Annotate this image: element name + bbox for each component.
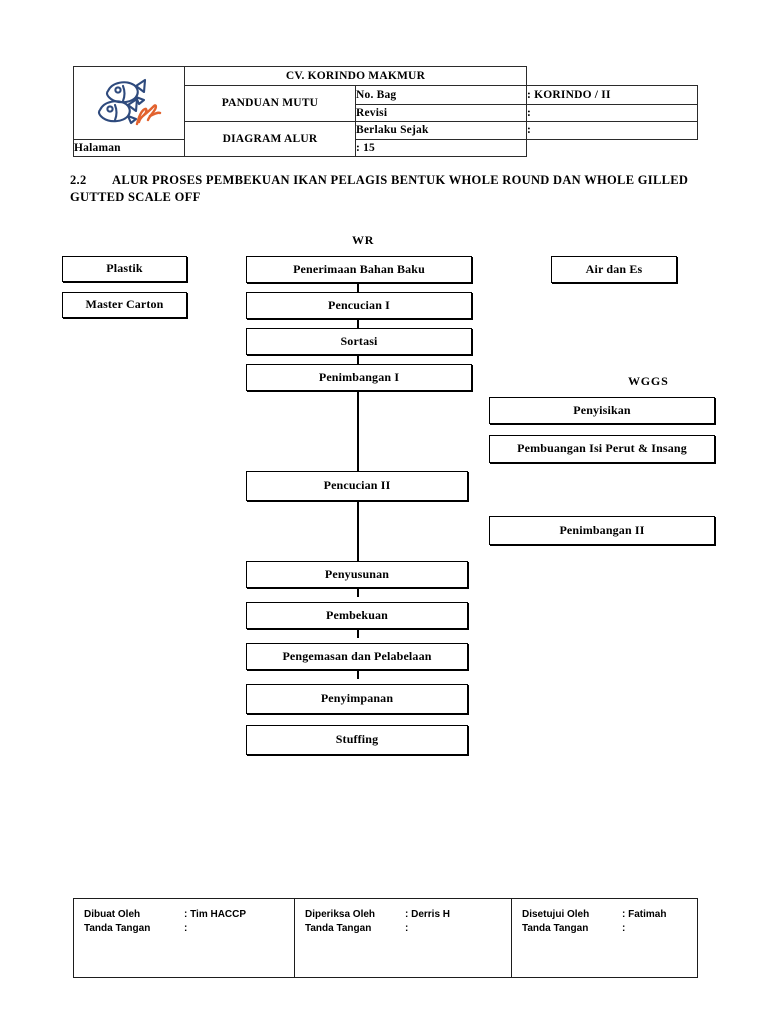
signature-role-value: : Derris H <box>405 909 451 920</box>
signature-sign-row: Tanda Tangan : <box>84 922 294 936</box>
signature-sign-row: Tanda Tangan : <box>522 922 697 936</box>
section-title: ALUR PROSES PEMBEKUAN IKAN PELAGIS BENTU… <box>70 173 689 204</box>
box-penyusunan: Penyusunan <box>246 561 468 588</box>
field-value-halaman: : 15 <box>355 139 527 157</box>
signature-role-key: Disetujui Oleh <box>522 909 590 920</box>
box-penyimpanan: Penyimpanan <box>246 684 468 714</box>
korindo-fish-logo-icon <box>74 72 184 134</box>
signature-role-row: Diperiksa Oleh : Derris H <box>305 908 511 922</box>
signature-role-value: : Tim HACCP <box>184 909 247 920</box>
signature-role-row: Dibuat Oleh : Tim HACCP <box>84 908 294 922</box>
connector-8 <box>357 668 359 679</box>
field-key-berlaku-sejak: Berlaku Sejak <box>355 120 527 140</box>
connector-7 <box>357 627 359 638</box>
box-pengemasan-dan-pelabelaan: Pengemasan dan Pelabelaan <box>246 643 468 670</box>
box-air-dan-es: Air dan Es <box>551 256 677 283</box>
box-penimbangan-ii: Penimbangan II <box>489 516 715 545</box>
signature-cell-disetujui-oleh: Disetujui Oleh : Fatimah Tanda Tangan : <box>511 898 698 978</box>
box-plastik: Plastik <box>62 256 187 282</box>
signature-sign-row: Tanda Tangan : <box>305 922 511 936</box>
signature-role-value: : Fatimah <box>622 909 667 920</box>
signature-sign-value: : <box>184 923 188 934</box>
box-pencucian-i: Pencucian I <box>246 292 472 319</box>
connector-4 <box>357 389 359 473</box>
document-type-diagram-alur: DIAGRAM ALUR <box>184 120 356 157</box>
box-stuffing: Stuffing <box>246 725 468 755</box>
company-logo-cell <box>73 66 185 140</box>
box-pembuangan-isi-perut-insang: Pembuangan Isi Perut & Insang <box>489 435 715 463</box>
signature-sign-key: Tanda Tangan <box>84 923 151 934</box>
label-wr: WR <box>352 233 375 247</box>
box-pencucian-ii: Pencucian II <box>246 471 468 501</box>
signature-sign-value: : <box>405 923 409 934</box>
field-key-revisi: Revisi <box>355 103 527 122</box>
document-header-table: CV. KORINDO MAKMUR PANDUAN MUTU No. Bag … <box>73 66 698 157</box>
signature-sign-value: : <box>622 923 626 934</box>
document-type-panduan-mutu: PANDUAN MUTU <box>184 85 356 122</box>
signature-role-key: Diperiksa Oleh <box>305 909 376 920</box>
field-value-berlaku-sejak: : <box>526 120 698 140</box>
label-wggs: WGGS <box>628 374 669 388</box>
connector-6 <box>357 586 359 597</box>
signature-sign-key: Tanda Tangan <box>305 923 372 934</box>
box-penerimaan-bahan-baku: Penerimaan Bahan Baku <box>246 256 472 283</box>
signature-role-row: Disetujui Oleh : Fatimah <box>522 908 697 922</box>
connector-3 <box>357 353 359 364</box>
connector-5 <box>357 497 359 562</box>
box-pembekuan: Pembekuan <box>246 602 468 629</box>
box-sortasi: Sortasi <box>246 328 472 355</box>
signature-sign-key: Tanda Tangan <box>522 923 589 934</box>
field-value-revisi: : <box>526 103 698 122</box>
field-key-halaman: Halaman <box>73 139 185 157</box>
signature-cell-dibuat-oleh: Dibuat Oleh : Tim HACCP Tanda Tangan : <box>73 898 295 978</box>
box-penimbangan-i: Penimbangan I <box>246 364 472 391</box>
box-master-carton: Master Carton <box>62 292 187 318</box>
signature-cell-diperiksa-oleh: Diperiksa Oleh : Derris H Tanda Tangan : <box>294 898 512 978</box>
field-value-no-bag: : KORINDO / II <box>526 85 698 105</box>
section-number: 2.2 <box>70 173 87 187</box>
approval-signature-table: Dibuat Oleh : Tim HACCP Tanda Tangan : D… <box>73 898 698 978</box>
box-penyisikan: Penyisikan <box>489 397 715 424</box>
connector-1 <box>357 281 359 292</box>
signature-role-key: Dibuat Oleh <box>84 909 141 920</box>
company-name: CV. KORINDO MAKMUR <box>184 66 527 86</box>
connector-2 <box>357 317 359 328</box>
